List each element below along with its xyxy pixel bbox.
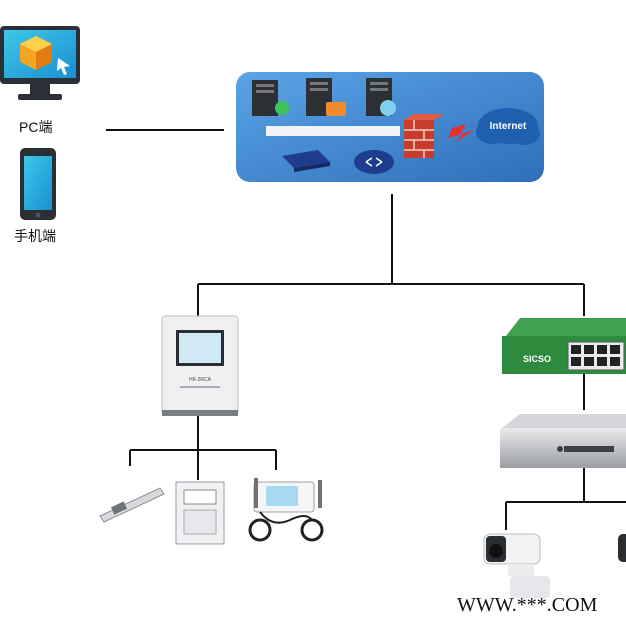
- cabinet-icon: [175, 481, 225, 545]
- server-icon: [252, 80, 289, 116]
- server-icon: [306, 78, 346, 116]
- nvr-recorder: [500, 414, 626, 468]
- router-icon: [354, 150, 394, 174]
- network-panel: Internet: [236, 72, 544, 182]
- poe-switch: SICSO: [502, 318, 626, 374]
- mobile-label: 手机端: [14, 228, 56, 244]
- lightning-icon: [448, 124, 474, 142]
- sensor-hub-icon: [248, 478, 324, 542]
- firewall-icon: [404, 114, 444, 158]
- pc-label: PC端: [19, 119, 53, 135]
- camera-icon: [483, 533, 550, 598]
- watermark: WWW.***.COM: [457, 594, 598, 616]
- lan-switch-icon: [282, 150, 330, 172]
- monitoring-controller: HK-2RCA: [161, 315, 239, 416]
- pc-icon: [0, 26, 80, 100]
- internet-cloud-icon: Internet: [476, 108, 540, 145]
- camera-icon: [618, 534, 626, 562]
- server-icon: [366, 78, 396, 116]
- phone-icon: [20, 148, 56, 220]
- controller-model-label: HK-2RCA: [189, 377, 212, 383]
- sensor-icon: [99, 487, 165, 523]
- internet-label: Internet: [490, 121, 527, 132]
- network-bus-bar: [266, 126, 400, 136]
- switch-brand-label: SICSO: [523, 354, 551, 364]
